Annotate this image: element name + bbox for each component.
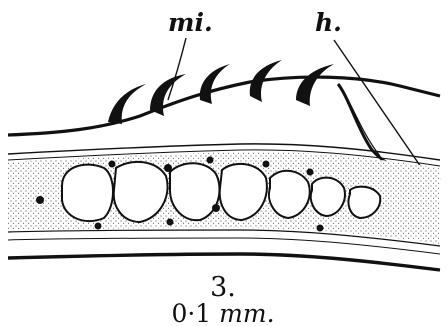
cell-1 (62, 165, 113, 222)
hook-1 (108, 84, 146, 124)
cell-3 (170, 163, 219, 220)
cell-6 (311, 178, 345, 216)
label-h: h. (315, 8, 342, 37)
scale-unit: mm. (219, 299, 274, 326)
lower-wall (8, 254, 440, 270)
scale-label: 0·1 mm. (171, 299, 274, 326)
scale-value: 0·1 (171, 299, 211, 326)
hook-3 (200, 64, 230, 104)
hook-5 (296, 64, 334, 106)
hook-2 (150, 74, 186, 116)
label-mi: mi. (168, 8, 213, 37)
outer-wall (8, 77, 440, 135)
leader-line-mi (168, 38, 186, 100)
